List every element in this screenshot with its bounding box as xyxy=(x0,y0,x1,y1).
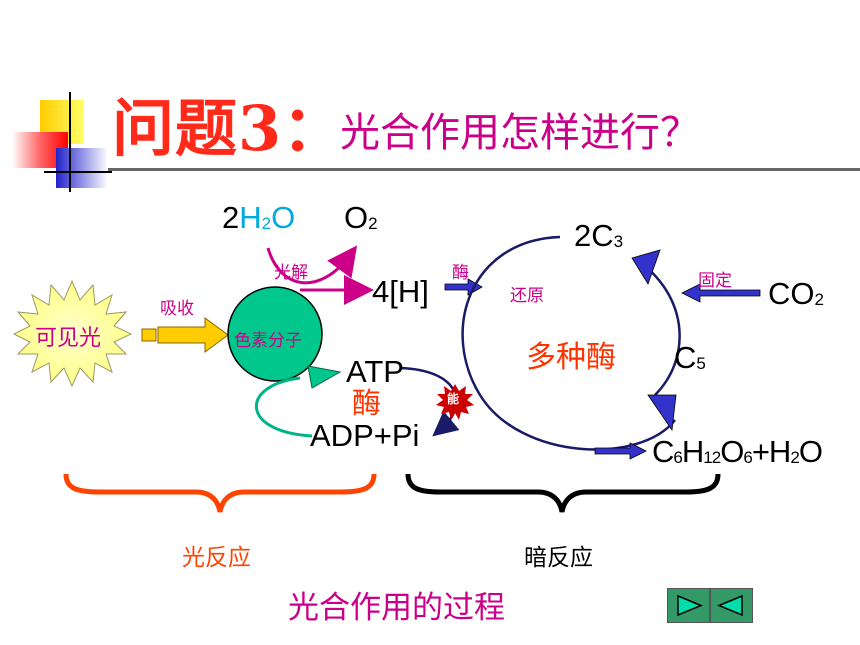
title-underline xyxy=(108,168,860,171)
atp-label: ATP xyxy=(346,354,404,389)
calvin-cycle-right xyxy=(639,261,681,396)
visible-light-label: 可见光 xyxy=(35,326,102,351)
c5-text: C xyxy=(674,340,697,375)
energy-label: 能 xyxy=(447,392,460,406)
co2-label: CO2 xyxy=(768,276,824,312)
enzyme-small-label: 酶 xyxy=(452,263,469,283)
sun-icon xyxy=(12,279,133,388)
water-subscript: 2 xyxy=(261,213,272,233)
fixation-label: 固定 xyxy=(698,271,732,291)
reduction-label: 还原 xyxy=(510,286,544,306)
regeneration-curve xyxy=(255,376,313,438)
absorb-arrow xyxy=(157,317,229,353)
enzyme-red-label: 酶 xyxy=(352,386,382,420)
glucose-label: C6H12O6+H2O xyxy=(652,434,823,470)
c3-text: 2C xyxy=(574,218,614,253)
cycle-arrowhead-bottom xyxy=(647,394,677,432)
photolysis-label: 光解 xyxy=(274,263,308,283)
water-label: 2H2O xyxy=(222,200,295,236)
play-left-icon xyxy=(717,594,743,617)
glucose-o: O xyxy=(720,434,744,469)
glucose-end-o: O xyxy=(798,434,823,469)
oxygen-subscript: 2 xyxy=(368,213,378,233)
oxygen-text: O xyxy=(344,200,369,235)
play-right-icon xyxy=(677,594,703,617)
oxygen-label: O2 xyxy=(344,200,378,236)
page-title: 问题3： xyxy=(112,92,346,165)
multi-enzyme-label: 多种酶 xyxy=(526,340,616,375)
absorb-label: 吸收 xyxy=(160,299,194,319)
c5-label: C5 xyxy=(674,340,706,376)
c5-subscript: 5 xyxy=(696,353,706,373)
water-coefficient: 2 xyxy=(222,200,240,235)
next-button[interactable] xyxy=(667,588,710,623)
title-decoration xyxy=(12,92,112,192)
page-subtitle: 光合作用怎样进行？ xyxy=(340,110,700,156)
photolysis-curve xyxy=(266,245,358,285)
pigment-label: 色素分子 xyxy=(234,331,302,351)
adp-label: ADP+Pi xyxy=(310,418,420,453)
glucose-h2-sub: 2 xyxy=(790,447,800,467)
pigment-circle xyxy=(227,286,323,382)
glucose-h-sub: 12 xyxy=(703,447,721,467)
co2-arrow xyxy=(681,283,761,303)
glucose-h: H xyxy=(681,434,704,469)
water-h: H xyxy=(239,200,262,235)
dark-reaction-label: 暗反应 xyxy=(524,545,593,571)
cycle-arrowhead-top xyxy=(631,249,661,285)
glucose-plus-h: +H xyxy=(751,434,791,469)
light-reaction-bracket xyxy=(63,473,377,513)
co2-subscript: 2 xyxy=(814,289,824,309)
glucose-arrow xyxy=(594,442,647,460)
light-reaction-label: 光反应 xyxy=(182,545,251,571)
regeneration-arrowhead xyxy=(307,365,342,389)
glucose-c: C xyxy=(652,434,674,469)
glucose-o-sub: 6 xyxy=(743,447,753,467)
absorb-arrow-tail xyxy=(141,328,157,342)
c3-subscript: 3 xyxy=(613,231,624,251)
calvin-cycle xyxy=(461,235,676,451)
water-o: O xyxy=(271,200,296,235)
energy-burst-icon xyxy=(436,384,474,420)
dark-reaction-bracket xyxy=(405,473,721,513)
prev-button[interactable] xyxy=(710,588,753,623)
caption: 光合作用的过程 xyxy=(288,590,505,626)
co2-text: CO xyxy=(768,276,815,311)
hydrogen-label: 4[H] xyxy=(372,274,429,309)
glucose-c-sub: 6 xyxy=(673,447,683,467)
c3-label: 2C3 xyxy=(574,218,623,254)
